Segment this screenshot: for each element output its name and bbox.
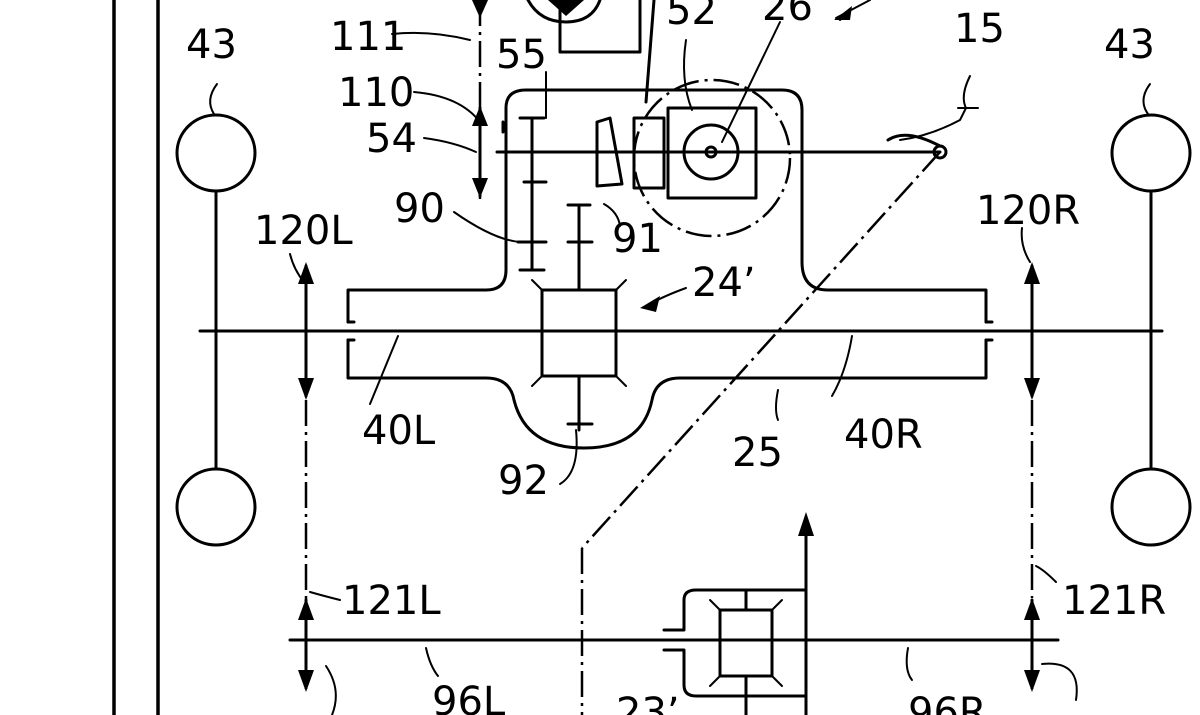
label-40L: 40L: [362, 408, 436, 454]
arrow-110: [472, 0, 488, 200]
label-26: 26: [762, 0, 813, 30]
label-54: 54: [366, 116, 417, 162]
label-121R: 121R: [1062, 578, 1166, 624]
label-23prime: 23’: [616, 690, 680, 715]
rear-differential: [662, 512, 814, 715]
frame-rails: [112, 0, 160, 715]
wheels: [175, 113, 1192, 547]
label-120R: 120R: [976, 188, 1080, 234]
label-40R: 40R: [844, 412, 923, 458]
label-96L: 96L: [432, 679, 506, 715]
label-91: 91: [612, 216, 663, 262]
leader-lines: [209, 9, 1151, 715]
label-120L: 120L: [254, 208, 353, 254]
wheel-front-left-bottom: [175, 467, 257, 547]
front-differential: [531, 203, 627, 432]
motor-assembly: [595, 78, 792, 238]
wheel-front-right-bottom: [1110, 467, 1192, 547]
wheel-front-left-top: [175, 113, 257, 193]
rear-axle: [288, 598, 1060, 692]
label-43-left: 43: [186, 22, 237, 68]
arrow-120R: [1024, 262, 1040, 598]
label-55: 55: [496, 32, 547, 78]
wheel-front-right-top: [1110, 113, 1192, 193]
front-axle: [198, 188, 1164, 472]
label-90: 90: [394, 186, 445, 232]
label-96R: 96R: [908, 690, 987, 715]
axle-housing: [346, 88, 994, 450]
label-121L: 121L: [342, 578, 441, 624]
steering-linkage: [580, 133, 948, 715]
label-25: 25: [732, 430, 783, 476]
pointer-arrows: [640, 0, 871, 312]
labels: 43 43 111 110 55 54 52 26 15 90 91 120L …: [186, 0, 1166, 715]
label-15: 15: [954, 6, 1005, 52]
label-111: 111: [330, 14, 406, 60]
label-43-right: 43: [1104, 22, 1155, 68]
label-92: 92: [498, 458, 549, 504]
label-24prime: 24’: [692, 260, 756, 306]
label-110: 110: [338, 70, 414, 116]
top-fragment: [526, 0, 656, 104]
gear-train: [495, 116, 942, 272]
label-52: 52: [666, 0, 717, 34]
arrow-120L: [298, 262, 314, 600]
